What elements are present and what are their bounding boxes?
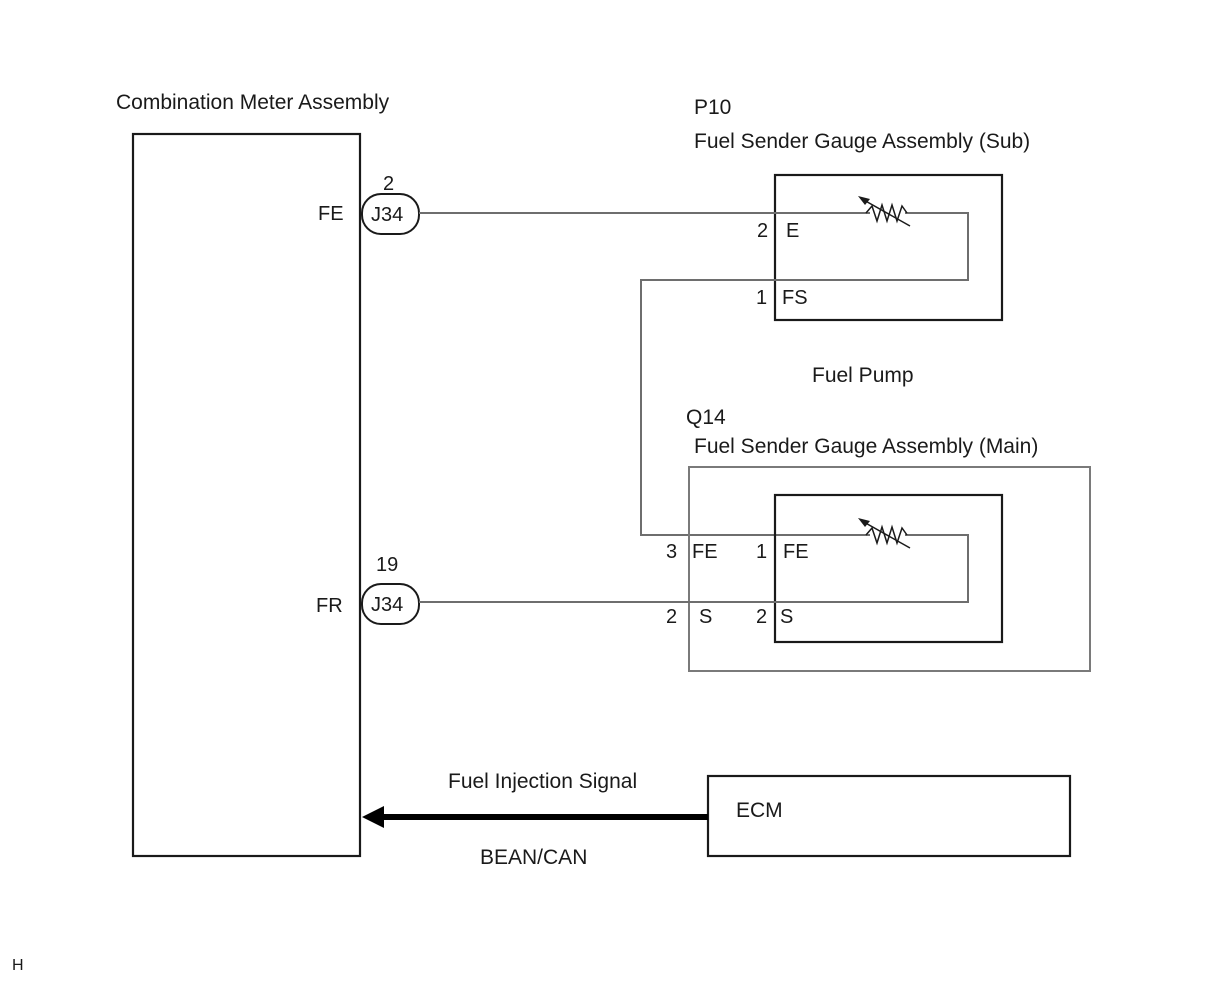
bean-can-label: BEAN/CAN — [480, 846, 587, 869]
sub-gauge-terminal-e: E — [786, 220, 799, 242]
sub-gauge-pin-1: 1 — [756, 287, 767, 309]
main-outer-terminal-fe: FE — [692, 541, 718, 563]
corner-mark: H — [12, 957, 24, 974]
main-inner-pin-2: 2 — [756, 606, 767, 628]
arrow-left-icon — [362, 806, 708, 828]
main-gauge-outer-box — [688, 466, 1091, 672]
main-inner-terminal-s: S — [780, 606, 793, 628]
sub-gauge-title: Fuel Sender Gauge Assembly (Sub) — [694, 130, 1030, 153]
main-gauge-inner-box — [773, 493, 1004, 644]
sub-gauge-pin-2: 2 — [757, 220, 768, 242]
variable-resistor-icon — [858, 196, 911, 227]
main-gauge-title: Fuel Sender Gauge Assembly (Main) — [694, 435, 1038, 458]
sub-gauge-code: P10 — [694, 96, 731, 119]
terminal-fe-label: FE — [318, 203, 344, 225]
main-inner-pin-1: 1 — [756, 541, 767, 563]
sub-gauge-terminal-fs: FS — [782, 287, 808, 309]
main-gauge-code: Q14 — [686, 406, 726, 429]
main-inner-terminal-fe: FE — [783, 541, 809, 563]
combination-meter-box — [131, 132, 362, 858]
connector-j34-fr-label: J34 — [371, 594, 403, 616]
main-outer-terminal-s: S — [699, 606, 712, 628]
terminal-fr-label: FR — [316, 595, 343, 617]
sub-gauge-box — [773, 173, 1004, 322]
variable-resistor-icon — [858, 518, 911, 549]
connector-j34-fr — [361, 583, 420, 625]
combination-meter-title: Combination Meter Assembly — [116, 91, 390, 114]
connector-pin-2: 2 — [383, 173, 394, 195]
connector-pin-19: 19 — [376, 554, 398, 576]
ecm-label: ECM — [736, 799, 783, 822]
wire-sub-fs-to-main-fe — [640, 212, 969, 536]
fuel-injection-signal-label: Fuel Injection Signal — [448, 770, 637, 793]
main-outer-pin-3: 3 — [666, 541, 677, 563]
connector-j34-fe-label: J34 — [371, 204, 403, 226]
fuel-pump-label: Fuel Pump — [812, 364, 914, 387]
main-outer-pin-2: 2 — [666, 606, 677, 628]
wire-main-s-to-fr — [419, 534, 969, 603]
